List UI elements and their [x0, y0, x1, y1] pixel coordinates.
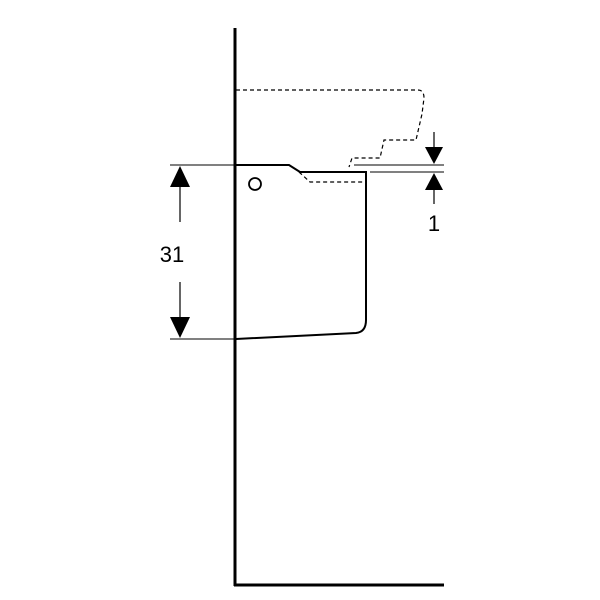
basin-outline-dashed	[236, 89, 425, 168]
mounting-hole	[248, 177, 262, 191]
offset-arrow-up	[425, 173, 443, 190]
offset-dimension-label: 1	[428, 211, 440, 236]
dim-arrow-up	[170, 166, 190, 187]
height-dimension-label: 31	[160, 242, 184, 267]
half-pedestal	[235, 164, 367, 340]
offset-arrow-down	[425, 147, 443, 164]
dim-arrow-down	[170, 317, 190, 338]
basin-inner-dashed	[298, 171, 364, 183]
